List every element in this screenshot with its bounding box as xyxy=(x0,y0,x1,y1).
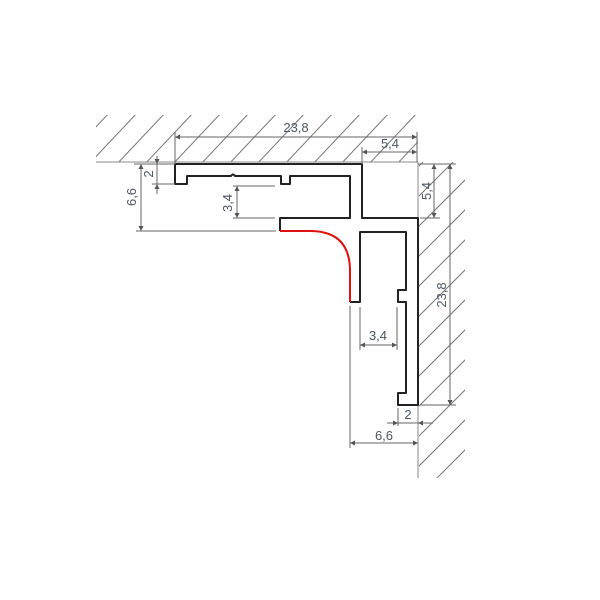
hatch-line xyxy=(398,140,418,162)
dim-right-height: 23,8 xyxy=(434,282,449,307)
hatch-line xyxy=(419,269,465,317)
hatch-line xyxy=(419,419,465,467)
hatch-line xyxy=(286,115,332,162)
hatch-line xyxy=(419,162,424,167)
dim-right-small: 5,4 xyxy=(419,182,434,200)
arrowhead xyxy=(393,420,398,426)
arrowhead xyxy=(138,226,144,231)
hatch-line xyxy=(415,475,470,530)
arrowhead xyxy=(413,440,418,446)
hatch-line xyxy=(419,239,465,287)
dim-left-small: 2 xyxy=(141,170,156,177)
hatch-line xyxy=(146,115,192,162)
arrowhead xyxy=(154,184,160,189)
hatch-line xyxy=(118,115,164,162)
hatch-line xyxy=(419,359,465,407)
dim-left-height: 6,6 xyxy=(124,188,139,206)
dim-top-width: 23,8 xyxy=(283,120,308,135)
hatch-line xyxy=(370,115,416,162)
hatch-line xyxy=(419,299,465,347)
hatch-line xyxy=(419,209,465,257)
arrowhead xyxy=(350,440,355,446)
hatch-line xyxy=(314,115,360,162)
arrowhead xyxy=(418,420,423,426)
hatch-line xyxy=(342,115,388,162)
hatch-line xyxy=(230,115,276,162)
hatch-line xyxy=(174,115,220,162)
arrowhead xyxy=(431,213,437,218)
arrowhead xyxy=(412,149,417,155)
hatch-line xyxy=(96,115,108,128)
arrowhead xyxy=(447,400,453,405)
profile-outline xyxy=(174,163,419,406)
hatch-line xyxy=(96,115,136,158)
hatch-line xyxy=(419,179,465,227)
arrowhead xyxy=(431,164,437,169)
dim-bottom-width: 6,6 xyxy=(375,428,393,443)
wall-hatch xyxy=(415,162,470,530)
arrowhead xyxy=(392,342,397,348)
dimension-lines xyxy=(134,132,456,448)
arrowhead xyxy=(234,213,240,218)
hatch-line xyxy=(436,449,465,478)
arrowhead xyxy=(362,149,367,155)
arrowhead xyxy=(360,342,365,348)
arrowhead xyxy=(175,134,180,140)
hatch-line xyxy=(419,162,454,197)
hatch-line xyxy=(419,389,465,437)
hatch-line xyxy=(258,115,304,162)
hatch-line xyxy=(424,112,474,165)
hatch-line xyxy=(202,115,248,162)
dimension-arrows xyxy=(138,134,453,446)
arrowhead xyxy=(154,159,160,164)
dim-bottom-small: 2 xyxy=(404,407,411,422)
dim-gap-upper: 3,4 xyxy=(220,194,235,212)
hatch-line xyxy=(452,112,502,165)
hatch-line xyxy=(419,329,465,377)
ceiling-hatch xyxy=(96,112,502,165)
arrowhead xyxy=(138,164,144,169)
arrowhead xyxy=(412,134,417,140)
dim-top-right: 5,4 xyxy=(381,136,399,151)
dim-gap-lower: 3,4 xyxy=(369,328,387,343)
profile-radius-highlight xyxy=(280,230,351,302)
arrowhead xyxy=(234,186,240,191)
arrowhead xyxy=(447,164,453,169)
